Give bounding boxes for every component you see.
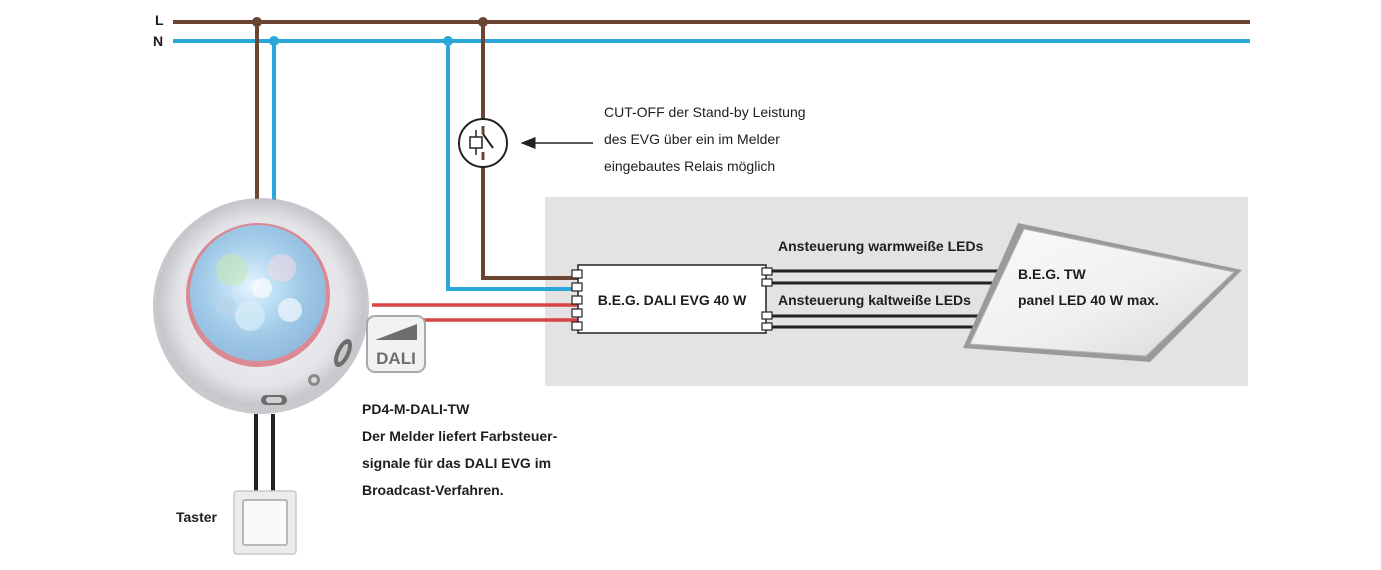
sensor-note-line-2: signale für das DALI EVG im xyxy=(362,455,551,471)
phase-label: L xyxy=(155,12,164,28)
cold-channel-label: Ansteuerung kaltweiße LEDs xyxy=(778,292,971,308)
sensor-note-line-1: Der Melder liefert Farbsteuer- xyxy=(362,428,558,444)
driver-phase-wire xyxy=(481,22,578,280)
sensor-model-label: PD4-M-DALI-TW xyxy=(362,401,470,417)
neutral-junction xyxy=(269,36,279,46)
relay-note: CUT-OFF der Stand-by Leistung des EVG üb… xyxy=(604,104,806,174)
driver-neutral-junction xyxy=(443,36,453,46)
sensor-note: PD4-M-DALI-TW Der Melder liefert Farbste… xyxy=(362,401,558,498)
dali-logo-text: DALI xyxy=(376,349,416,368)
driver-phase-junction xyxy=(478,17,488,27)
relay-symbol xyxy=(458,118,508,168)
phase-junction xyxy=(252,17,262,27)
panel-label-2: panel LED 40 W max. xyxy=(1018,292,1159,308)
sensor-note-line-3: Broadcast-Verfahren. xyxy=(362,482,504,498)
driver-neutral-wire xyxy=(446,41,578,291)
relay-note-line-1: CUT-OFF der Stand-by Leistung xyxy=(604,104,806,120)
relay-note-line-2: des EVG über ein im Melder xyxy=(604,131,780,147)
push-button xyxy=(233,490,297,555)
presence-sensor xyxy=(153,198,369,414)
led-panel: B.E.G. TW panel LED 40 W max. xyxy=(963,223,1242,362)
dali-driver: B.E.G. DALI EVG 40 W xyxy=(571,264,773,334)
relay-note-line-3: eingebautes Relais möglich xyxy=(604,158,775,174)
button-label: Taster xyxy=(176,509,218,525)
driver-label: B.E.G. DALI EVG 40 W xyxy=(598,292,747,308)
dali-logo: DALI xyxy=(366,315,426,373)
warm-channel-label: Ansteuerung warmweiße LEDs xyxy=(778,238,984,254)
panel-label-1: B.E.G. TW xyxy=(1018,266,1086,282)
neutral-label: N xyxy=(153,33,163,49)
